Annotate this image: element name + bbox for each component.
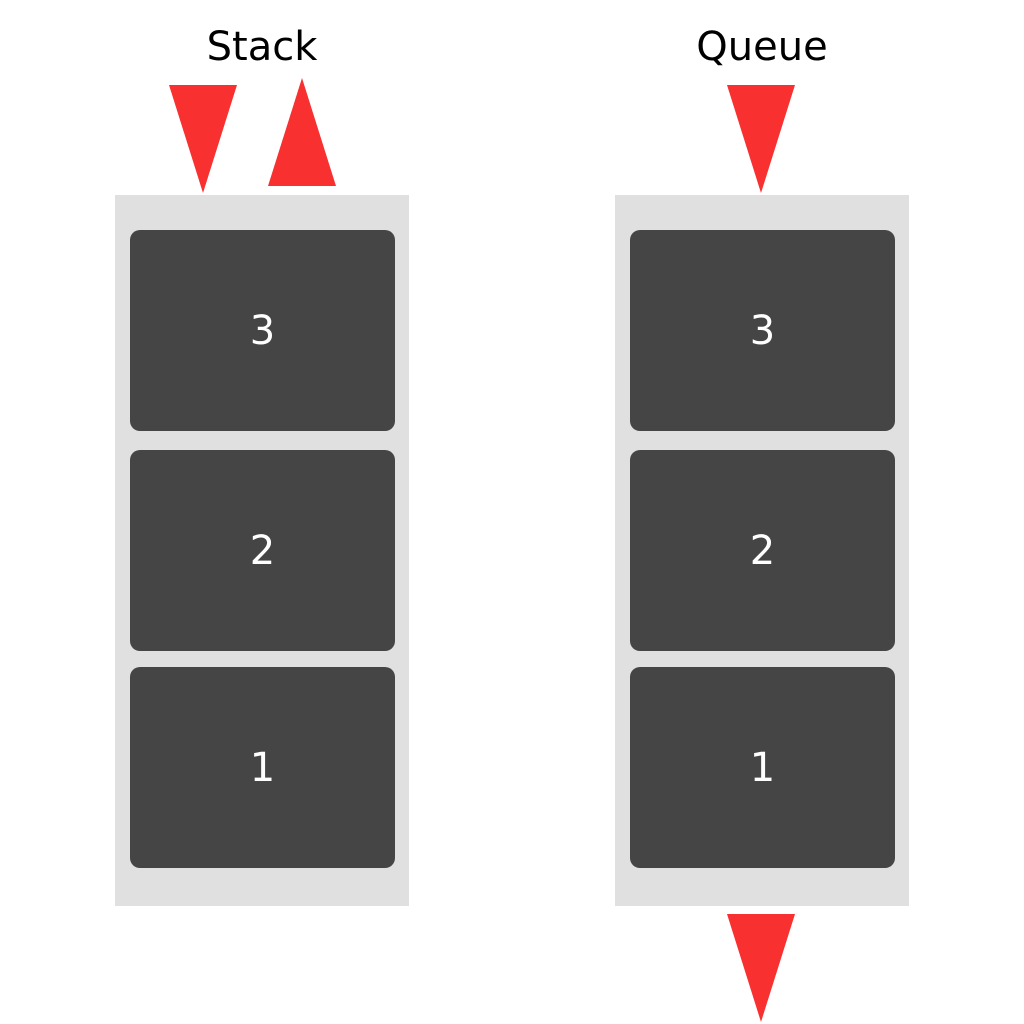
queue-cell: 3 [630, 230, 895, 431]
stack-push-arrow-icon [169, 85, 237, 193]
queue-cell: 2 [630, 450, 895, 651]
stack-pop-arrow-icon [268, 78, 336, 186]
queue-cell: 1 [630, 667, 895, 868]
stack-container: 3 2 1 [115, 195, 409, 906]
queue-dequeue-arrow-icon [727, 914, 795, 1022]
queue-enqueue-arrow-icon [727, 85, 795, 193]
stack-title: Stack [206, 24, 318, 70]
stack-cell: 2 [130, 450, 395, 651]
stack-cell: 3 [130, 230, 395, 431]
queue-container: 3 2 1 [615, 195, 909, 906]
queue-title: Queue [696, 24, 828, 70]
stack-cell: 1 [130, 667, 395, 868]
